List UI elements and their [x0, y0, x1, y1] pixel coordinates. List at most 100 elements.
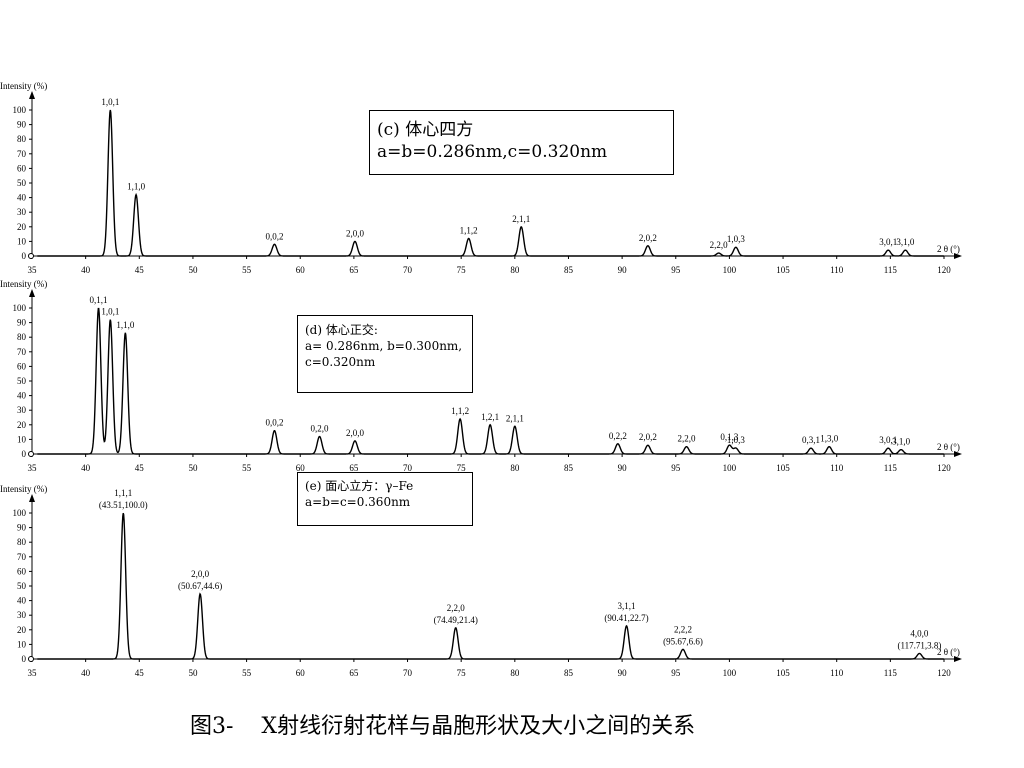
y-axis-title: Intensity (%)	[0, 484, 47, 494]
peak-label: 1,0,1	[101, 97, 119, 107]
diffraction-pattern-line	[37, 307, 944, 455]
x-tick-label: 115	[884, 463, 898, 473]
y-tick-label: 10	[17, 639, 27, 649]
x-tick-label: 95	[671, 265, 681, 275]
peak-label: 0,3,1	[802, 435, 820, 445]
peak-label: 3,0,1	[879, 435, 897, 445]
y-tick-label: 10	[17, 236, 27, 246]
peak-label: 0,0,2	[265, 418, 283, 428]
peak-label: 2,2,0	[447, 603, 466, 613]
y-tick-label: 20	[17, 420, 27, 430]
legend-line: (c) 体心四方	[377, 120, 474, 140]
y-tick-label: 70	[17, 552, 27, 562]
x-tick-label: 70	[403, 668, 413, 678]
peak-label: 2,2,2	[674, 624, 692, 634]
y-tick-label: 10	[17, 434, 27, 444]
peak-label: 1,1,2	[460, 225, 478, 235]
x-tick-label: 65	[349, 265, 359, 275]
x-tick-label: 75	[457, 668, 467, 678]
peak-label: 2,0,0	[346, 228, 365, 238]
x-tick-label: 55	[242, 463, 252, 473]
y-tick-label: 80	[17, 537, 27, 547]
x-tick-label: 110	[830, 463, 844, 473]
x-tick-label: 100	[723, 463, 737, 473]
x-tick-label: 120	[937, 265, 951, 275]
diffraction-pattern-line	[37, 109, 944, 257]
origin-marker	[28, 656, 34, 662]
peak-label: 0,2,0	[311, 423, 330, 433]
y-tick-label: 70	[17, 149, 27, 159]
y-tick-label: 0	[22, 654, 27, 664]
legend-box-c: (c) 体心四方 a=b=0.286nm,c=0.320nm	[369, 110, 674, 175]
diffraction-pattern-line	[37, 512, 944, 660]
x-tick-label: 50	[188, 463, 198, 473]
y-tick-label: 30	[17, 405, 27, 415]
x-axis-title: 2 θ (°)	[937, 244, 960, 254]
y-axis-title: Intensity (%)	[0, 279, 47, 289]
peak-sublabel: (117.71,3.8)	[897, 640, 941, 650]
legend-line: a=b=0.286nm,c=0.320nm	[377, 142, 608, 162]
peak-label: 1,1,0	[116, 320, 135, 330]
y-tick-label: 0	[22, 251, 27, 261]
peak-sublabel: (90.41,22.7)	[604, 613, 648, 623]
origin-marker	[28, 451, 34, 457]
x-tick-label: 35	[28, 463, 38, 473]
peak-label: 2,2,0	[677, 434, 696, 444]
x-tick-label: 115	[884, 668, 898, 678]
peak-label: 2,0,2	[639, 233, 657, 243]
peak-sublabel: (74.49,21.4)	[434, 615, 478, 625]
y-tick-label: 30	[17, 610, 27, 620]
y-axis-arrow	[29, 494, 35, 502]
peak-label: 0,0,2	[265, 231, 283, 241]
x-tick-label: 70	[403, 265, 413, 275]
x-tick-label: 55	[242, 265, 252, 275]
y-tick-label: 0	[22, 449, 27, 459]
y-tick-label: 60	[17, 163, 27, 173]
y-tick-label: 80	[17, 332, 27, 342]
x-tick-label: 90	[618, 463, 628, 473]
x-axis-title: 2 θ (°)	[937, 442, 960, 452]
legend-box-e: (e) 面心立方：γ–Fe a=b=c=0.360nm	[297, 472, 473, 526]
peak-label: 1,3,0	[820, 434, 839, 444]
x-tick-label: 50	[188, 265, 198, 275]
peak-label: 2,0,0	[191, 569, 210, 579]
x-tick-label: 45	[135, 668, 145, 678]
x-tick-label: 90	[618, 265, 628, 275]
y-tick-label: 90	[17, 523, 27, 533]
x-tick-label: 45	[135, 265, 145, 275]
y-tick-label: 100	[13, 105, 27, 115]
y-tick-label: 90	[17, 318, 27, 328]
peak-label: 0,2,2	[609, 431, 627, 441]
y-axis-arrow	[29, 91, 35, 99]
y-tick-label: 100	[13, 303, 27, 313]
x-tick-label: 115	[884, 265, 898, 275]
x-tick-label: 65	[349, 463, 359, 473]
legend-line: a=b=c=0.360nm	[305, 495, 411, 509]
x-tick-label: 55	[242, 668, 252, 678]
peak-label: 2,0,0	[346, 428, 365, 438]
y-tick-label: 30	[17, 207, 27, 217]
peak-label: 0,1,1	[90, 295, 108, 305]
y-tick-label: 100	[13, 508, 27, 518]
peak-label: 1,0,1	[101, 307, 119, 317]
x-tick-label: 110	[830, 265, 844, 275]
legend-box-d: (d) 体心正交: a= 0.286nm, b=0.300nm, c=0.320…	[297, 315, 473, 393]
y-tick-label: 20	[17, 222, 27, 232]
peak-label: 1,1,0	[127, 182, 146, 192]
y-axis-title: Intensity (%)	[0, 81, 47, 91]
x-tick-label: 45	[135, 463, 145, 473]
y-tick-label: 90	[17, 120, 27, 130]
y-tick-label: 20	[17, 625, 27, 635]
x-axis-arrow	[954, 253, 962, 259]
peak-label: 3,1,0	[896, 237, 915, 247]
x-tick-label: 40	[81, 668, 91, 678]
y-tick-label: 60	[17, 361, 27, 371]
x-tick-label: 40	[81, 463, 91, 473]
y-tick-label: 40	[17, 391, 27, 401]
y-tick-label: 60	[17, 566, 27, 576]
x-tick-label: 100	[723, 668, 737, 678]
y-tick-label: 40	[17, 193, 27, 203]
legend-line: (e) 面心立方：γ–Fe	[305, 479, 414, 493]
y-tick-label: 70	[17, 347, 27, 357]
